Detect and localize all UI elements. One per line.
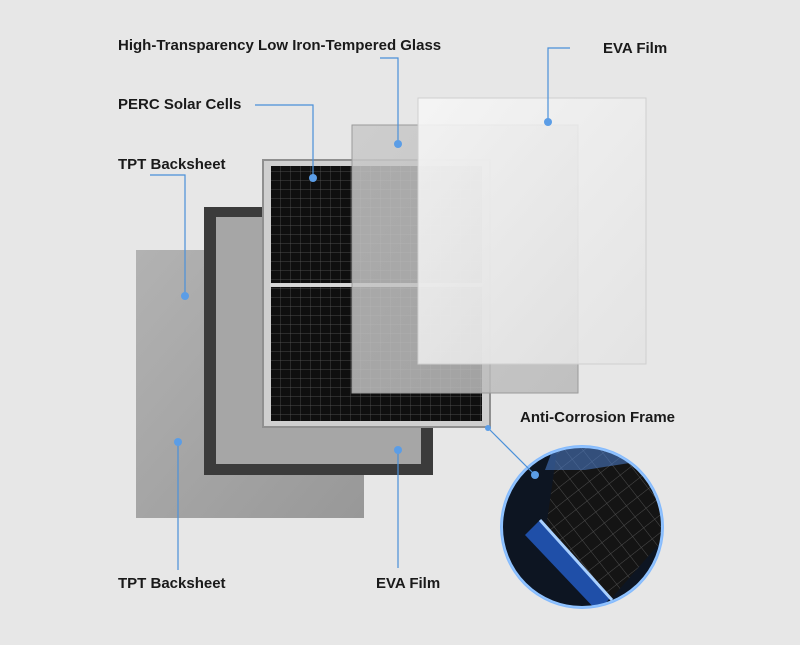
label-eva-top: EVA Film — [603, 40, 667, 57]
label-eva-bottom: EVA Film — [376, 575, 440, 592]
dot-cells — [309, 174, 317, 182]
frame-detail-lens — [480, 430, 680, 630]
dot-frame-start — [485, 425, 491, 431]
dot-glass — [394, 140, 402, 148]
dot-backsheet-bottom — [174, 438, 182, 446]
dot-frame-end — [531, 471, 539, 479]
label-backsheet-bottom: TPT Backsheet — [118, 575, 226, 592]
label-frame: Anti-Corrosion Frame — [520, 409, 675, 426]
dot-backsheet-top — [181, 292, 189, 300]
label-cells: PERC Solar Cells — [118, 96, 241, 113]
label-backsheet-top: TPT Backsheet — [118, 156, 226, 173]
label-glass: High-Transparency Low Iron-Tempered Glas… — [118, 37, 441, 54]
front-eva-layer — [418, 98, 646, 364]
leader-frame — [488, 428, 534, 474]
dot-eva-top — [544, 118, 552, 126]
dot-eva-bottom — [394, 446, 402, 454]
